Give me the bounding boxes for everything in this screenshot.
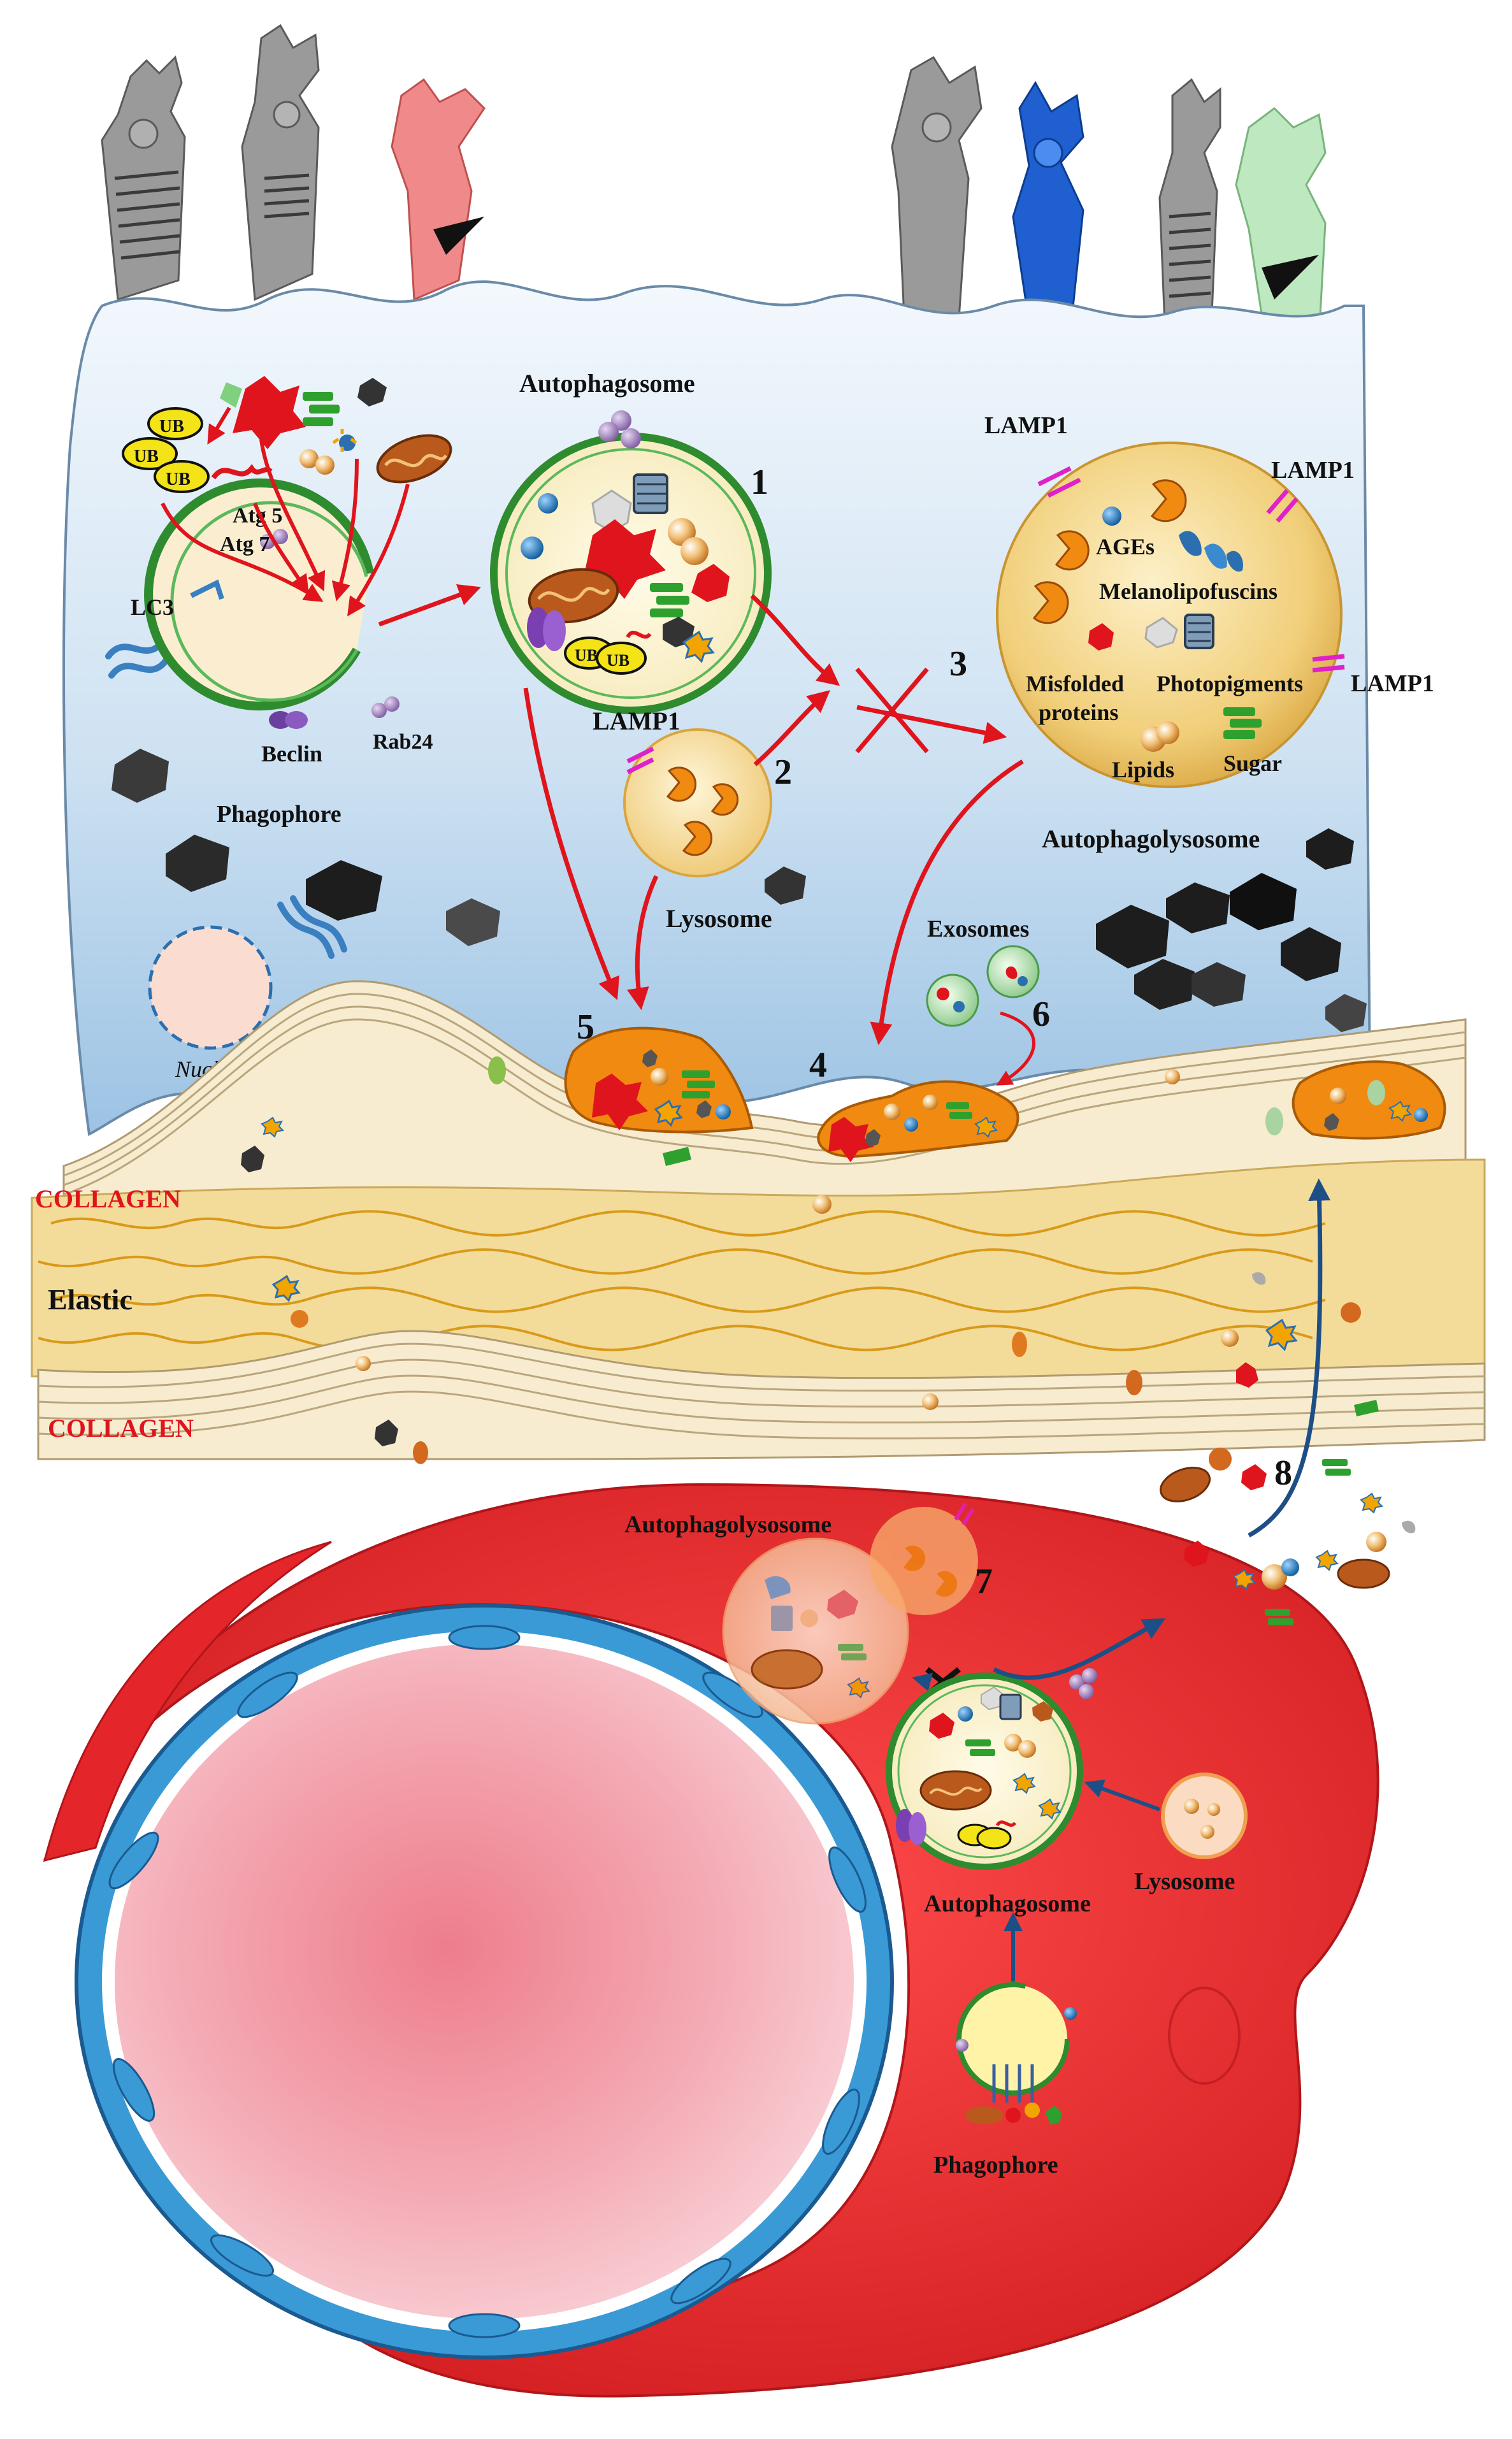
rod-photoreceptor-1 [101,55,186,301]
collagen-label-1: COLLAGEN [35,1184,181,1213]
ages-label: AGEs [1096,534,1155,559]
step-2: 2 [774,752,792,792]
choroid-cell-outline [1168,1987,1241,2085]
damaged-cone-green [1235,107,1327,359]
autophagosome-bottom-label: Autophagosome [924,1890,1091,1917]
arrow-release-to-choroid [993,1618,1166,1680]
drusen-right [1292,1060,1446,1140]
collagen-label-2: COLLAGEN [48,1414,194,1443]
lysosome-top-label: Lysosome [666,904,772,933]
elastic-label: Elastic [48,1283,133,1316]
lipofuscin-aggregates [112,749,1367,1032]
proteins-label: proteins [1039,700,1118,725]
collagen-layer-outer [37,1330,1486,1460]
lamp1-label-c: LAMP1 [1351,670,1434,697]
arrow-debris-to-membrane [1248,1178,1331,1538]
autophagolysosome-top [996,442,1345,788]
beclin-label: Beclin [261,741,322,766]
step-4: 4 [809,1046,827,1085]
fusion-arrows [750,594,1007,766]
ub-label-3: UB [166,470,191,489]
arrows-to-drusen [523,687,1024,1046]
choroidal-vessel [75,1604,894,2359]
step-3: 3 [949,644,967,684]
arrow-lysosome-to-autophagosome [1084,1780,1161,1811]
lipids-label: Lipids [1112,757,1174,782]
exosomes-label: Exosomes [927,916,1029,942]
cone-photoreceptor-blue [1012,81,1084,345]
melanolipofuscins-label: Melanolipofuscins [1099,579,1278,604]
released-debris [1160,1448,1416,1625]
bruchs-membrane: COLLAGEN Elastic COLLAGEN [31,980,1486,1464]
rod-photoreceptor-4 [1158,78,1221,358]
photoreceptor-layer [101,24,1327,359]
autophagolysosome-top-label: Autophagolysosome [1042,824,1260,853]
step-1: 1 [751,463,768,502]
ub-label-4: UB [575,646,598,665]
photopigments-label: Photopigments [1156,671,1303,696]
lysosome-top [623,728,772,877]
lysosome-bottom [1161,1773,1248,1859]
drusen-4 [817,1080,1019,1162]
autophagosome-top: UB UB [490,410,772,714]
sugar-label: Sugar [1223,751,1282,776]
arrow-exosome-to-drusen [996,1011,1035,1086]
ub-label-1: UB [159,417,184,436]
lamp1-lysosome-label: LAMP1 [593,707,680,735]
exosomes [926,945,1040,1027]
drusen-deposits [564,1026,1446,1162]
misfolded-label: Misfolded [1026,671,1124,696]
arrow-phagophore-to-autophagosome [378,584,481,627]
lysosome-bottom-label: Lysosome [1134,1868,1235,1895]
phagophore-top-label: Phagophore [217,801,342,828]
lamp1-label-a: LAMP1 [984,412,1068,439]
lamp1-label-b: LAMP1 [1271,457,1355,484]
arrow-autophagosome-to-autolyso [912,1673,933,1692]
lysosome-faded-bottom [870,1502,978,1615]
choroid-swoosh [43,1541,332,1862]
autophagolysosome-bottom-label: Autophagolysosome [624,1511,832,1538]
ub-label-5: UB [607,651,630,670]
autophagolysosome-bottom [722,1537,909,1725]
step-8: 8 [1274,1453,1292,1493]
autophagosome-top-label: Autophagosome [519,369,695,398]
cargo-cluster-top-left: UB UB UB [122,376,452,617]
phagophore-bottom [956,1982,1077,2125]
step-6: 6 [1032,995,1050,1034]
rab24-label: Rab24 [373,730,433,754]
autophagosome-bottom [886,1668,1097,1870]
lc3-label: LC3 [131,594,174,620]
rod-photoreceptor-2 [241,24,320,301]
phagophore-top [144,478,400,729]
phagophore-bottom-label: Phagophore [933,2152,1058,2178]
step-7: 7 [975,1562,993,1601]
damaged-cone-pink [391,78,486,301]
rod-photoreceptor-3 [891,55,983,333]
atg7-label: Atg 7 [220,533,270,556]
ub-label-2: UB [134,447,159,466]
drusen-5 [564,1026,754,1133]
